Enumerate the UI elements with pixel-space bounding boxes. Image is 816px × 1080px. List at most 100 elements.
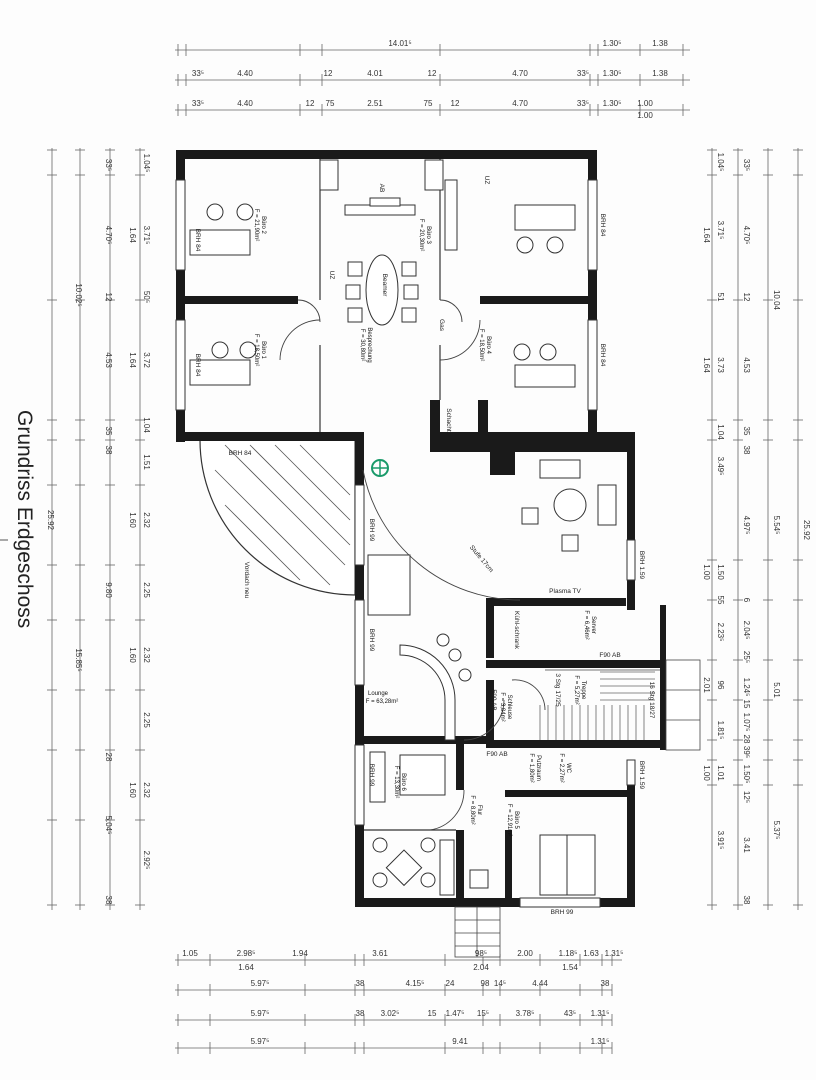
dimension-label: 4.53 xyxy=(104,352,113,368)
dimension-label: 3.49⁵ xyxy=(716,457,725,476)
stair-label: 3 Stg 17/25 xyxy=(554,673,561,707)
brh-label: BRH 99 xyxy=(368,629,375,652)
dimension-label: 1.64 xyxy=(128,227,137,243)
dimension-label: 5.54⁵ xyxy=(772,516,781,535)
dimension-label: 15⁵ xyxy=(477,1009,489,1018)
dimension-label: 1.94 xyxy=(292,949,308,958)
dimension-label: 15.85⁵ xyxy=(74,648,83,671)
dimension-label: 1.30⁵ xyxy=(603,69,622,78)
dimension-label: 39⁵ xyxy=(742,746,751,758)
uz-label: UZ xyxy=(483,176,490,185)
dimension-label: 1.64 xyxy=(238,963,254,972)
shaft-label: Schacht xyxy=(445,408,452,432)
room-name: Büro 2 xyxy=(260,216,266,234)
room-name: Büro 1 xyxy=(260,341,266,359)
room-area: F = 3,84m² xyxy=(499,692,505,721)
dimension-label: 4.01 xyxy=(367,69,383,78)
dimension-label: 2.04⁵ xyxy=(742,621,751,640)
dimension-label: 1.04 xyxy=(716,424,725,440)
dimension-label: 1.64 xyxy=(128,352,137,368)
room-name: Putzraum xyxy=(535,755,541,781)
dimension-label: 38 xyxy=(356,1009,365,1018)
dimension-label: 5.97⁵ xyxy=(251,979,270,988)
walls xyxy=(175,150,666,908)
dimension-label: 3.72 xyxy=(142,352,151,368)
dimension-label: 75 xyxy=(424,99,433,108)
dimension-label: 1.64 xyxy=(702,357,711,373)
doors xyxy=(279,299,546,831)
dimension-label: 51 xyxy=(716,293,725,302)
brh-label: BRH 1.59 xyxy=(638,551,645,580)
dimension-label: 1.00 xyxy=(702,564,711,580)
dimension-label: 3.73 xyxy=(716,357,725,373)
room-name: Büro 4 xyxy=(485,336,491,354)
room-area: F = 12,91m² xyxy=(506,804,512,837)
room-name: Büro 3 xyxy=(425,226,431,244)
dimension-label: 1.63 xyxy=(583,949,599,958)
dimension-label: 43⁵ xyxy=(564,1009,576,1018)
room-name: WC xyxy=(565,763,571,774)
dimension-label: 4.70⁵ xyxy=(104,226,113,245)
room-name: Server xyxy=(590,616,596,634)
dimension-label: 2.25 xyxy=(142,582,151,598)
room-area: F = 13,30m² xyxy=(393,766,399,799)
brh-label: BRH 84 xyxy=(599,344,606,367)
dimension-label: 35 xyxy=(104,427,113,436)
dimension-label: 12 xyxy=(451,99,460,108)
dimension-label: 5.01 xyxy=(772,682,781,698)
dimension-label: 2.00 xyxy=(517,949,533,958)
dimension-label: 2.25 xyxy=(142,712,151,728)
dimension-label: 12 xyxy=(324,69,333,78)
plan-title: Grundriss Erdgeschoss xyxy=(13,410,36,628)
room-area: F = 21,90m² xyxy=(253,209,259,242)
dimension-label: 4.70 xyxy=(512,99,528,108)
entrance-steps xyxy=(454,659,701,958)
dimension-label: 1.31⁵ xyxy=(591,1009,610,1018)
dimension-label: 3.41 xyxy=(742,837,751,853)
dimension-label: 4.70⁵ xyxy=(742,226,751,245)
dimension-label: 4.97⁵ xyxy=(742,516,751,535)
dimension-label: 28 xyxy=(742,735,751,744)
dimension-label: 33⁵ xyxy=(742,159,751,171)
room-area: F = 20,30m² xyxy=(418,219,424,252)
plasma-tv-label: Plasma TV xyxy=(549,588,581,595)
brh-label: BRH 99 xyxy=(368,519,375,542)
brh-label: BRH 99 xyxy=(551,909,574,916)
dimension-label: 4.53 xyxy=(742,357,751,373)
dimension-label: 1.51 xyxy=(142,454,151,470)
dimension-label: 10.04 xyxy=(772,290,781,311)
dimension-label: 38 xyxy=(356,979,365,988)
dimension-label: 25.92 xyxy=(46,510,55,531)
dimension-label: 2.04 xyxy=(473,963,489,972)
room-area: F = 8,80m² xyxy=(469,795,475,824)
room-area: F = 18,50m² xyxy=(478,329,484,362)
dimension-label: 12 xyxy=(306,99,315,108)
stair-label: 16 Stg 18/27 xyxy=(648,682,655,719)
room-area: F = 5,27m² xyxy=(573,675,579,704)
room-name: Treppe xyxy=(580,681,586,700)
dimension-label: 4.44 xyxy=(532,979,548,988)
dimension-label: 1.81⁵ xyxy=(716,721,725,740)
dimension-label: 98⁵ xyxy=(475,949,487,958)
staircase xyxy=(539,669,660,740)
dimension-label: 12 xyxy=(428,69,437,78)
dimension-label: 3.02⁵ xyxy=(381,1009,400,1018)
dimension-label: 33⁵ xyxy=(577,69,589,78)
fire-rating-label: F90 AB xyxy=(490,689,497,710)
room-area: F = 18,50m² xyxy=(253,334,259,367)
dimension-label: 5.04⁵ xyxy=(104,816,113,835)
dimension-label: 12⁵ xyxy=(742,791,751,803)
brh-label: BRH 84 xyxy=(194,229,201,252)
dimension-label: 25.92 xyxy=(802,520,811,541)
dimension-label: 1.07⁵ xyxy=(742,713,751,732)
dimension-label: 9.41 xyxy=(452,1037,468,1046)
right-dimension-lines xyxy=(707,148,803,910)
brh-label: BRH 99 xyxy=(368,764,375,787)
dimension-label: 6 xyxy=(742,598,751,603)
dimension-label: 4.15⁵ xyxy=(406,979,425,988)
dimension-label: 1.04 xyxy=(142,417,151,433)
left-dimension-lines xyxy=(47,148,145,910)
dimension-label: 96 xyxy=(716,681,725,690)
canopy-vordach xyxy=(199,439,356,596)
dimension-label: 1.01 xyxy=(716,765,725,781)
